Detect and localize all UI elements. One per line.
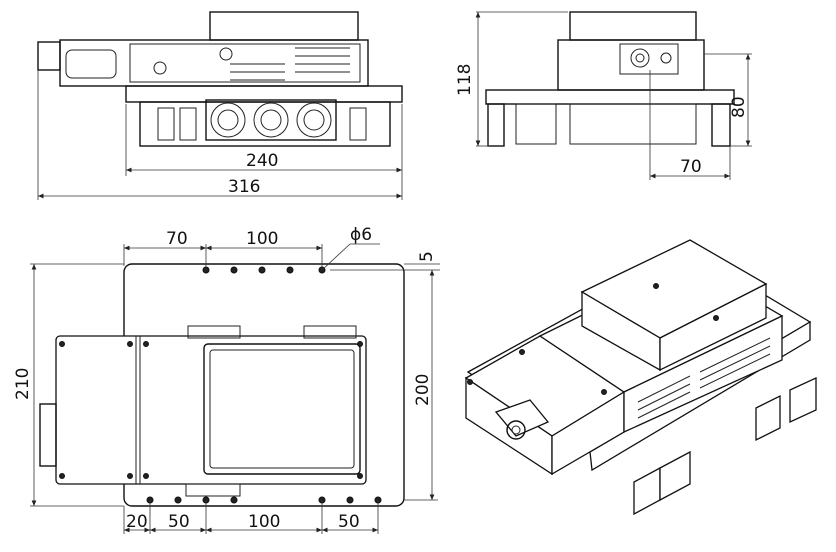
dim-offset-70: 70 (680, 157, 702, 177)
isometric-view (464, 239, 817, 516)
dim-height-200: 200 (413, 374, 433, 406)
fan-assembly (205, 99, 337, 141)
side-view: 240 316 (37, 11, 403, 200)
dim-hole-diameter: ϕ6 (350, 225, 372, 245)
dim-bottom-100: 100 (248, 512, 280, 532)
dim-bottom-20: 20 (126, 512, 148, 532)
dim-height-80: 80 (729, 96, 749, 118)
dim-bottom-50-right: 50 (338, 512, 360, 532)
dim-height-118: 118 (455, 64, 475, 96)
dim-bottom-50-left: 50 (168, 512, 190, 532)
dim-width-240: 240 (246, 151, 278, 171)
dim-width-316: 316 (228, 177, 260, 197)
dim-top-70: 70 (166, 229, 188, 249)
top-view: 70 100 ϕ6 5 210 200 20 50 100 50 (13, 225, 440, 534)
dim-edge-5: 5 (417, 251, 437, 262)
dim-height-210: 210 (13, 368, 33, 400)
dim-top-100: 100 (246, 229, 278, 249)
end-view: 118 80 70 (455, 11, 752, 180)
